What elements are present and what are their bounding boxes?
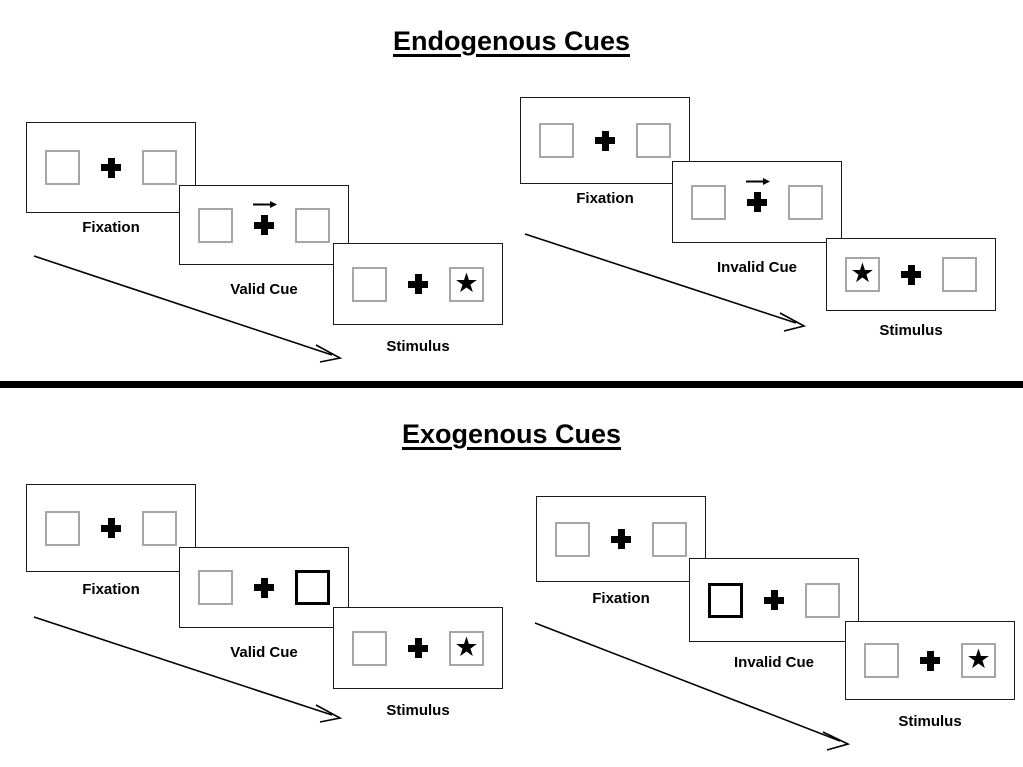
caption-exogenous-valid-stimulus: Stimulus: [386, 702, 450, 719]
frame-exogenous-valid-cue: [179, 547, 349, 628]
placeholder-box-left: [864, 643, 899, 678]
placeholder-box-left: [45, 510, 80, 546]
fixation-cross-icon: [920, 650, 940, 671]
caption-endogenous-invalid-fixation: Fixation: [576, 190, 634, 207]
frame-exogenous-invalid-fixation: [536, 496, 706, 582]
fixation-cross-icon: [901, 264, 921, 285]
caption-exogenous-invalid-cue: Invalid Cue: [733, 654, 815, 671]
cued-box-left: [708, 582, 743, 618]
fixation-cross-icon: [101, 157, 121, 178]
placeholder-box-left: [539, 123, 574, 158]
placeholder-box-right: [805, 582, 840, 618]
fixation-cross-icon: [253, 201, 277, 235]
frame-endogenous-invalid-stimulus: ★: [826, 238, 996, 311]
fixation-cross-icon: [101, 518, 121, 538]
star-icon: ★: [454, 267, 479, 298]
placeholder-box-left: [45, 150, 80, 185]
fixation-cross-icon: [746, 178, 770, 212]
caption-endogenous-valid-fixation: Fixation: [82, 219, 140, 236]
placeholder-box-left: [352, 266, 387, 302]
frame-exogenous-invalid-stimulus: ★: [845, 621, 1015, 700]
frame-exogenous-valid-stimulus: ★: [333, 607, 503, 689]
fixation-cross-icon: [254, 577, 274, 598]
placeholder-box-left: [198, 570, 233, 605]
target-box-right: ★: [449, 630, 484, 666]
target-box-left: ★: [845, 257, 880, 292]
star-icon: ★: [850, 258, 875, 288]
target-box-right: ★: [449, 266, 484, 302]
frame-endogenous-valid-stimulus: ★: [333, 243, 503, 325]
cued-box-right: [295, 570, 330, 605]
placeholder-box-left: [198, 207, 233, 243]
target-box-right: ★: [961, 643, 996, 678]
placeholder-box-left: [352, 630, 387, 666]
flow-arrow-endogenous-invalid: [524, 233, 807, 332]
placeholder-box-right: [142, 510, 177, 546]
section-title-endogenous: Endogenous Cues: [392, 26, 630, 56]
frame-endogenous-valid-fixation: [26, 122, 196, 213]
star-icon: ★: [454, 631, 479, 662]
right-arrow-cue-icon: [253, 201, 277, 208]
star-icon: ★: [966, 644, 991, 674]
frame-exogenous-valid-fixation: [26, 484, 196, 572]
fixation-cross-icon: [611, 529, 631, 549]
section-title-exogenous: Exogenous Cues: [401, 419, 622, 449]
caption-endogenous-invalid-cue: Invalid Cue: [716, 259, 798, 276]
fixation-cross-icon: [764, 590, 784, 610]
placeholder-box-left: [691, 184, 726, 220]
placeholder-box-right: [295, 207, 330, 243]
fixation-cross-icon: [408, 274, 428, 294]
caption-exogenous-valid-fixation: Fixation: [82, 581, 140, 598]
frame-endogenous-invalid-fixation: [520, 97, 690, 184]
placeholder-box-right: [652, 521, 687, 557]
caption-endogenous-invalid-stimulus: Stimulus: [879, 322, 943, 339]
caption-exogenous-valid-cue: Valid Cue: [230, 644, 298, 661]
placeholder-box-right: [788, 184, 823, 220]
fixation-cross-icon: [595, 130, 615, 151]
caption-exogenous-invalid-fixation: Fixation: [592, 590, 650, 607]
section-divider: [0, 381, 1023, 388]
placeholder-box-right: [942, 257, 977, 292]
placeholder-box-right: [142, 150, 177, 185]
placeholder-box-right: [636, 123, 671, 158]
frame-exogenous-invalid-cue: [689, 558, 859, 642]
caption-endogenous-valid-stimulus: Stimulus: [386, 338, 450, 355]
frame-endogenous-invalid-cue: [672, 161, 842, 243]
frame-endogenous-valid-cue: [179, 185, 349, 265]
placeholder-box-left: [555, 521, 590, 557]
caption-exogenous-invalid-stimulus: Stimulus: [898, 713, 962, 730]
caption-endogenous-valid-cue: Valid Cue: [230, 281, 298, 298]
fixation-cross-icon: [408, 638, 428, 658]
right-arrow-cue-icon: [746, 178, 770, 185]
